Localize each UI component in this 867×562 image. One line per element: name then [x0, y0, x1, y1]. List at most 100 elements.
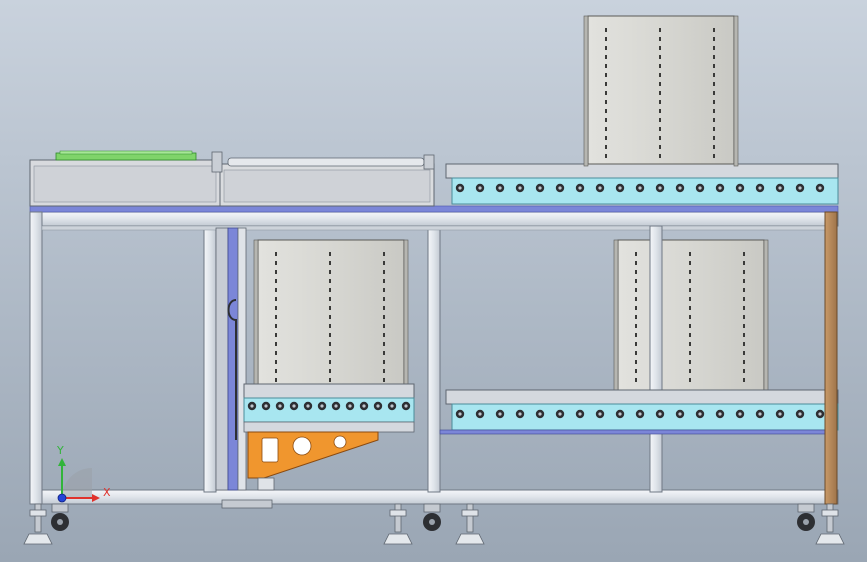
- perforation: [659, 136, 661, 140]
- perforation: [635, 279, 637, 283]
- perforation: [713, 127, 715, 131]
- perforation: [329, 369, 331, 373]
- perforation: [713, 118, 715, 122]
- mid-bin-perforations: [275, 252, 385, 382]
- perforation: [659, 127, 661, 131]
- perforation: [605, 82, 607, 86]
- perforation: [605, 73, 607, 77]
- perforation: [689, 324, 691, 328]
- perforation: [605, 91, 607, 95]
- perforation: [275, 279, 277, 283]
- perforation: [605, 55, 607, 59]
- perforation: [275, 252, 277, 256]
- perforation: [275, 306, 277, 310]
- perforation: [275, 369, 277, 373]
- perforation: [605, 100, 607, 104]
- z-axis-dot: [57, 493, 67, 503]
- top-storage-bin: [583, 15, 739, 167]
- perforation: [713, 37, 715, 41]
- lower-conveyor: [439, 389, 839, 435]
- frame-top-rail-blue-strip: [29, 205, 839, 213]
- perforation: [635, 288, 637, 292]
- perforation: [743, 342, 745, 346]
- leveling-foot: [23, 533, 53, 545]
- axis-triad[interactable]: X Y: [56, 444, 111, 503]
- perforation: [713, 73, 715, 77]
- perforation: [659, 82, 661, 86]
- perforation: [689, 279, 691, 283]
- y-axis-label: Y: [56, 444, 64, 457]
- perforation: [713, 109, 715, 113]
- frame-top-rail: [29, 211, 839, 227]
- perforation: [743, 261, 745, 265]
- perforation: [743, 378, 745, 382]
- lift-conveyor-rollers: [247, 401, 411, 411]
- perforation: [275, 342, 277, 346]
- perforation: [329, 279, 331, 283]
- top-conveyor-rollers: [455, 183, 825, 193]
- perforation: [635, 297, 637, 301]
- perforation: [605, 145, 607, 149]
- perforation: [659, 109, 661, 113]
- mid-right-storage-bin: [613, 239, 769, 393]
- perforation: [383, 342, 385, 346]
- perforation: [713, 100, 715, 104]
- perforation: [743, 324, 745, 328]
- perforation: [275, 324, 277, 328]
- perforation: [383, 315, 385, 319]
- perforation: [743, 315, 745, 319]
- perforation: [383, 252, 385, 256]
- perforation: [743, 306, 745, 310]
- lift-column: [215, 227, 273, 509]
- top-conveyor: [445, 163, 839, 205]
- perforation: [635, 378, 637, 382]
- perforation: [275, 360, 277, 364]
- perforation: [383, 297, 385, 301]
- perforation: [689, 378, 691, 382]
- perforation: [275, 270, 277, 274]
- perforation: [689, 252, 691, 256]
- frame-post-left: [29, 211, 43, 505]
- perforation: [329, 315, 331, 319]
- perforation: [689, 369, 691, 373]
- perforation: [635, 333, 637, 337]
- perforation: [635, 360, 637, 364]
- perforation: [743, 351, 745, 355]
- perforation: [275, 288, 277, 292]
- perforation: [713, 55, 715, 59]
- perforation: [689, 351, 691, 355]
- perforation: [659, 118, 661, 122]
- perforation: [635, 306, 637, 310]
- actuator-cylinder: [227, 157, 425, 167]
- perforation: [743, 288, 745, 292]
- perforation: [659, 28, 661, 32]
- frame-post-mid-1: [203, 225, 217, 493]
- perforation: [605, 64, 607, 68]
- lift-bracket: [247, 431, 379, 491]
- mid-right-bin-perforations: [635, 252, 745, 382]
- perforation: [713, 46, 715, 50]
- perforation: [605, 136, 607, 140]
- perforation: [689, 342, 691, 346]
- perforation: [689, 315, 691, 319]
- perforation: [605, 118, 607, 122]
- perforation: [329, 297, 331, 301]
- perforation: [713, 136, 715, 140]
- perforation: [743, 270, 745, 274]
- perforation: [713, 64, 715, 68]
- perforation: [329, 333, 331, 337]
- lift-conveyor: [243, 383, 415, 433]
- perforation: [383, 288, 385, 292]
- perforation: [635, 261, 637, 265]
- perforation: [635, 315, 637, 319]
- perforation: [743, 333, 745, 337]
- perforation: [275, 351, 277, 355]
- perforation: [275, 315, 277, 319]
- perforation: [713, 154, 715, 158]
- perforation: [329, 360, 331, 364]
- perforation: [275, 333, 277, 337]
- perforation: [605, 28, 607, 32]
- casters-and-feet: [23, 503, 845, 545]
- perforation: [605, 109, 607, 113]
